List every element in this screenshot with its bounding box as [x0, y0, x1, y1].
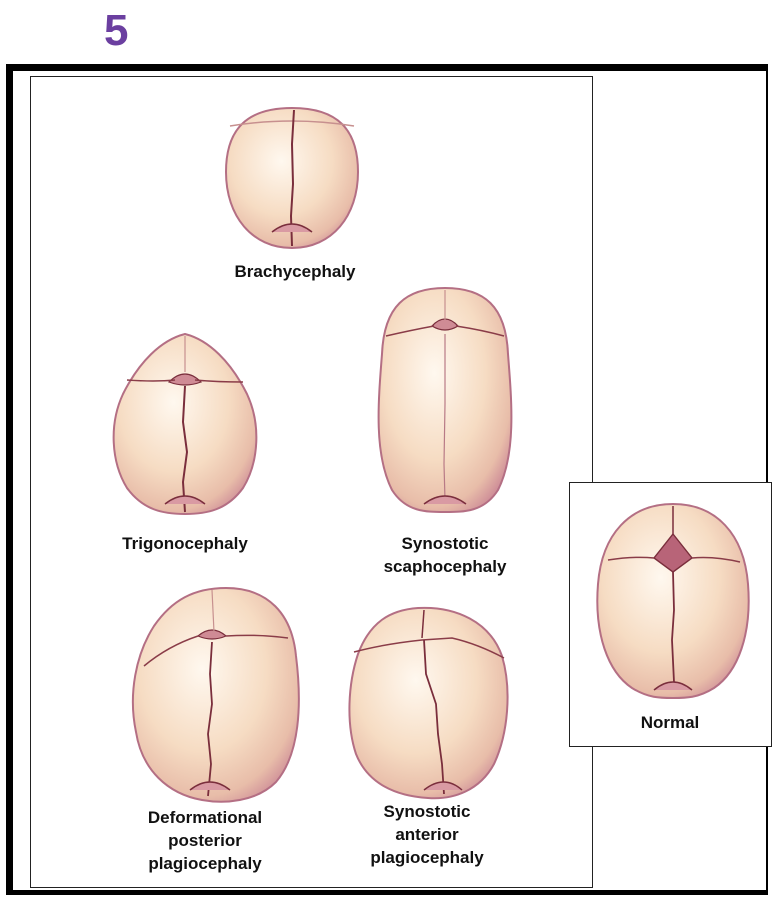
deformational-label-line: posterior	[110, 829, 300, 852]
scaphocephaly-label: Synostotic scaphocephaly	[350, 532, 540, 578]
anterior-label-line: plagiocephaly	[332, 846, 522, 869]
normal-label: Normal	[575, 711, 765, 734]
deformational-label-line: plagiocephaly	[110, 852, 300, 875]
anterior-plagiocephaly-skull	[344, 604, 512, 802]
deformational-plagiocephaly-label: Deformational posterior plagiocephaly	[110, 806, 300, 875]
anterior-label-line: anterior	[332, 823, 522, 846]
scaphocephaly-skull	[372, 284, 518, 516]
scaphocephaly-label-line: scaphocephaly	[350, 555, 540, 578]
anterior-label-line: Synostotic	[332, 800, 522, 823]
brachycephaly-skull	[222, 104, 362, 254]
normal-skull	[594, 500, 752, 702]
slide-number: 5	[104, 6, 128, 56]
trigonocephaly-label: Trigonocephaly	[90, 532, 280, 555]
deformational-plagiocephaly-skull	[128, 584, 306, 806]
brachycephaly-label: Brachycephaly	[200, 260, 390, 283]
trigonocephaly-skull	[105, 332, 265, 516]
deformational-label-line: Deformational	[110, 806, 300, 829]
anterior-plagiocephaly-label: Synostotic anterior plagiocephaly	[332, 800, 522, 869]
scaphocephaly-label-line: Synostotic	[350, 532, 540, 555]
